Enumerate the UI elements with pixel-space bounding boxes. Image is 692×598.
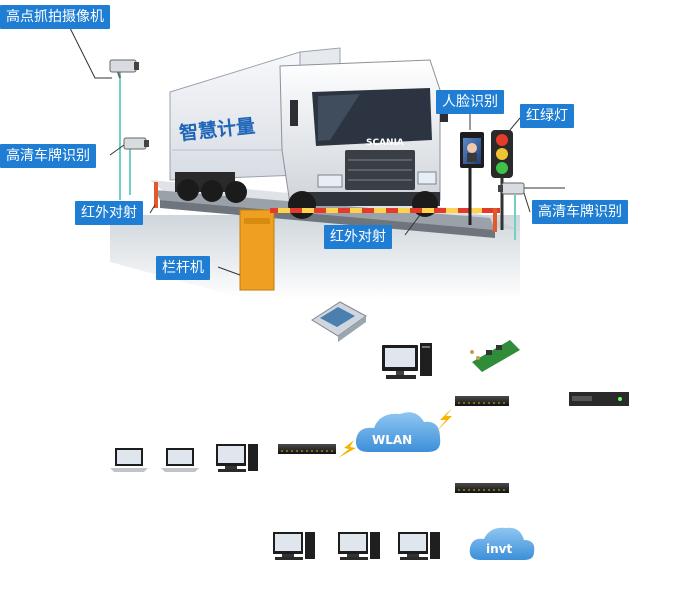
network-switch-top-icon <box>455 396 509 406</box>
desktop-pc-icon <box>338 532 380 560</box>
infrared-beam-posts <box>154 182 497 232</box>
label-hd-plate-recognition-left: 高清车牌识别 <box>0 144 96 168</box>
high-snapshot-camera-icon <box>109 59 139 79</box>
invt-cloud-icon <box>469 527 535 560</box>
label-face-recognition: 人脸识别 <box>436 90 504 114</box>
wlan-text: WLAN <box>372 433 412 447</box>
plate-camera-right-icon <box>498 182 525 195</box>
network-switch-left-icon <box>278 444 336 454</box>
network-switch-lower-icon <box>455 483 509 493</box>
label-high-snapshot-camera: 高点抓拍摄像机 <box>0 5 110 29</box>
label-barrier-gate: 栏杆机 <box>156 256 210 280</box>
desktop-pc-icon <box>398 532 440 560</box>
wlan-cloud-icon <box>355 412 441 452</box>
label-hd-plate-recognition-right: 高清车牌识别 <box>532 200 628 224</box>
laptop-icon <box>161 448 199 472</box>
wireless-bolt-lower-icon <box>338 440 356 458</box>
desktop-pc-icon <box>382 343 432 379</box>
face-recognition-terminal <box>460 132 484 225</box>
label-infrared-beam-right: 红外对射 <box>324 225 392 249</box>
label-traffic-light: 红绿灯 <box>520 104 574 128</box>
invt-cloud-text: invt <box>486 542 512 556</box>
left-camera-poles <box>119 72 131 200</box>
truck-brand: SCANIA <box>366 138 404 148</box>
traffic-light <box>491 130 513 230</box>
laptop-icon <box>110 448 148 472</box>
capture-card-icon <box>470 340 520 372</box>
server-rack-icon <box>569 392 629 406</box>
leader-lines <box>69 27 531 276</box>
weighing-indicator-icon <box>311 301 367 342</box>
label-infrared-beam-left: 红外对射 <box>75 201 143 225</box>
plate-camera-left-icon <box>123 137 149 150</box>
desktop-pc-icon <box>216 444 258 472</box>
barrier-gate <box>239 208 500 291</box>
wireless-bolt-upper-icon <box>436 408 452 432</box>
desktop-pc-icon <box>273 532 315 560</box>
